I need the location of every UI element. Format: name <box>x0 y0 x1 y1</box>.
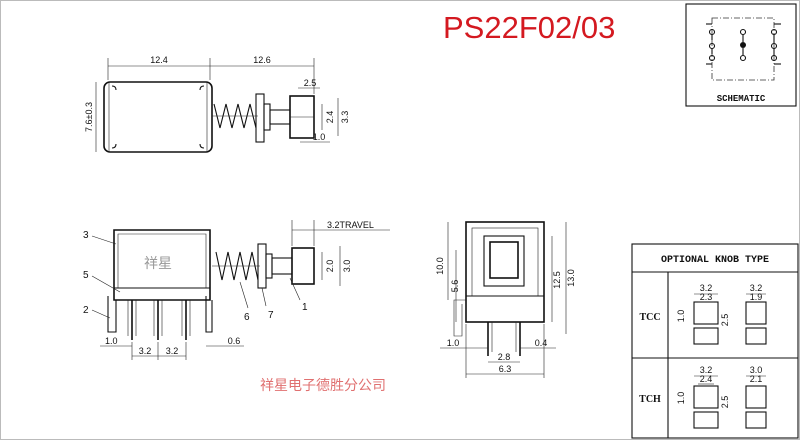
dim-front-height: 10.0 <box>435 257 445 275</box>
dim-pitch-2: 3.2 <box>166 346 179 356</box>
tch-a-top: 3.2 <box>700 365 713 375</box>
watermark: 祥星 <box>144 255 172 271</box>
dim-front-width: 6.3 <box>499 364 512 374</box>
dim-travel: 3.2TRAVEL <box>327 220 374 230</box>
dim-pin-offset: 1.0 <box>105 336 118 346</box>
schematic-label: SCHEMATIC <box>717 94 766 104</box>
callout-7: 7 <box>268 310 274 321</box>
dim-tab: 0.6 <box>228 336 241 346</box>
tcc-a-inner: 2.3 <box>700 292 713 302</box>
tch-b-inner: 2.1 <box>750 374 763 384</box>
dim-stem-tip: 2.5 <box>304 78 317 88</box>
callout-6: 6 <box>244 312 250 323</box>
dim-front-h2: 12.5 <box>552 271 562 289</box>
dim-stem-w1: 2.4 <box>325 111 335 124</box>
callout-5: 5 <box>83 270 89 281</box>
knob-row-tcc-label: TCC <box>639 312 660 323</box>
tcc-a-side: 1.0 <box>676 310 686 323</box>
tcc-b-top: 3.2 <box>750 283 763 293</box>
callout-2: 2 <box>83 305 89 316</box>
dim-height: 7.6±0.3 <box>84 102 94 132</box>
tch-b-top: 3.0 <box>750 365 763 375</box>
dim-stem-w2: 3.3 <box>340 111 350 124</box>
top-view: 12.4 12.6 7.6±0.3 2.5 2.4 3.3 1.0 <box>84 55 350 153</box>
dim-pitch-1: 3.2 <box>139 346 152 356</box>
tch-a-h: 2.5 <box>720 396 730 409</box>
callout-1: 1 <box>302 302 308 313</box>
front-view: 10.0 5.6 12.5 13.0 1.0 0.4 2.8 6.3 <box>435 221 576 378</box>
dim-stem-end: 1.0 <box>313 132 326 142</box>
tch-a-inner: 2.4 <box>700 374 713 384</box>
dim-stem-a: 2.0 <box>325 260 335 273</box>
knob-table: OPTIONAL KNOB TYPE TCC 3.2 2.3 1.0 2.5 3… <box>631 243 799 439</box>
page-title: PS22F02/03 <box>443 10 615 45</box>
tcc-a-top: 3.2 <box>700 283 713 293</box>
tcc-a-h: 2.5 <box>720 314 730 327</box>
dim-front-right: 0.4 <box>535 338 548 348</box>
callout-3: 3 <box>83 230 89 241</box>
tcc-b-inner: 1.9 <box>750 292 763 302</box>
dim-stem-length: 12.6 <box>253 55 271 65</box>
dim-front-left: 1.0 <box>447 338 460 348</box>
knob-table-header: OPTIONAL KNOB TYPE <box>661 255 769 266</box>
side-view: 3.2TRAVEL 2.0 3.0 1.0 3.2 3.2 0.6 3 5 2 … <box>83 220 390 360</box>
dim-front-h3: 13.0 <box>566 269 576 287</box>
dim-front-pitch: 2.8 <box>498 352 511 362</box>
knob-row-tch-label: TCH <box>639 394 661 405</box>
company-name: 祥星电子德胜分公司 <box>260 377 386 393</box>
dim-stem-b: 3.0 <box>342 260 352 273</box>
schematic-box: SCHEMATIC <box>685 3 797 107</box>
dim-front-mid: 5.6 <box>450 280 460 293</box>
dim-body-length: 12.4 <box>150 55 168 65</box>
tch-a-side: 1.0 <box>676 392 686 405</box>
